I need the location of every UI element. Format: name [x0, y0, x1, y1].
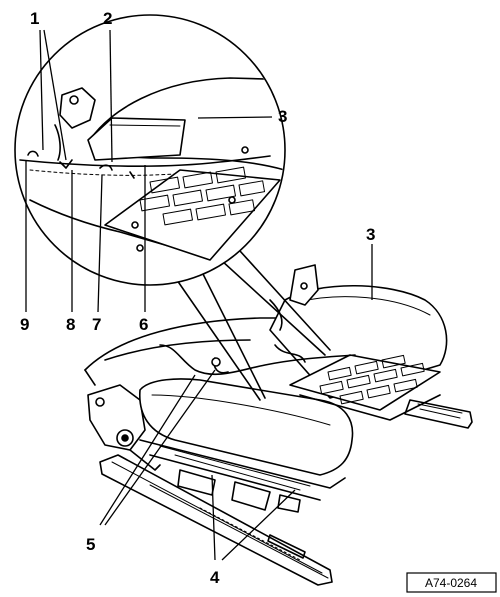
reference-code-box: A74-0264 — [406, 572, 497, 593]
callout-labels: 1 2 3 3 9 8 7 6 5 4 — [20, 9, 375, 587]
detail-magnifier — [14, 14, 331, 401]
callout-4: 4 — [210, 568, 220, 587]
magnified-detail — [19, 77, 284, 261]
magnifier-connector — [169, 269, 261, 401]
reference-code: A74-0264 — [425, 576, 477, 590]
callout-5: 5 — [86, 535, 95, 554]
seat-assembly — [84, 264, 473, 586]
callout-3-detail: 3 — [278, 107, 287, 126]
callout-3-main: 3 — [366, 225, 375, 244]
seat-cushion — [139, 378, 354, 476]
heating-cables — [159, 344, 356, 376]
callout-1: 1 — [30, 9, 39, 28]
callout-8: 8 — [66, 315, 75, 334]
leader-lines — [25, 29, 373, 561]
heating-mat-backrest — [289, 354, 441, 421]
callout-6: 6 — [139, 315, 148, 334]
backrest-frame — [84, 317, 301, 386]
left-seat-rail — [99, 454, 333, 586]
seatbelt-buckle — [269, 264, 319, 331]
callout-7: 7 — [92, 315, 101, 334]
side-frame-bracket — [87, 384, 161, 471]
callout-2: 2 — [103, 9, 112, 28]
callout-9: 9 — [20, 315, 29, 334]
right-seat-rail — [404, 399, 473, 429]
